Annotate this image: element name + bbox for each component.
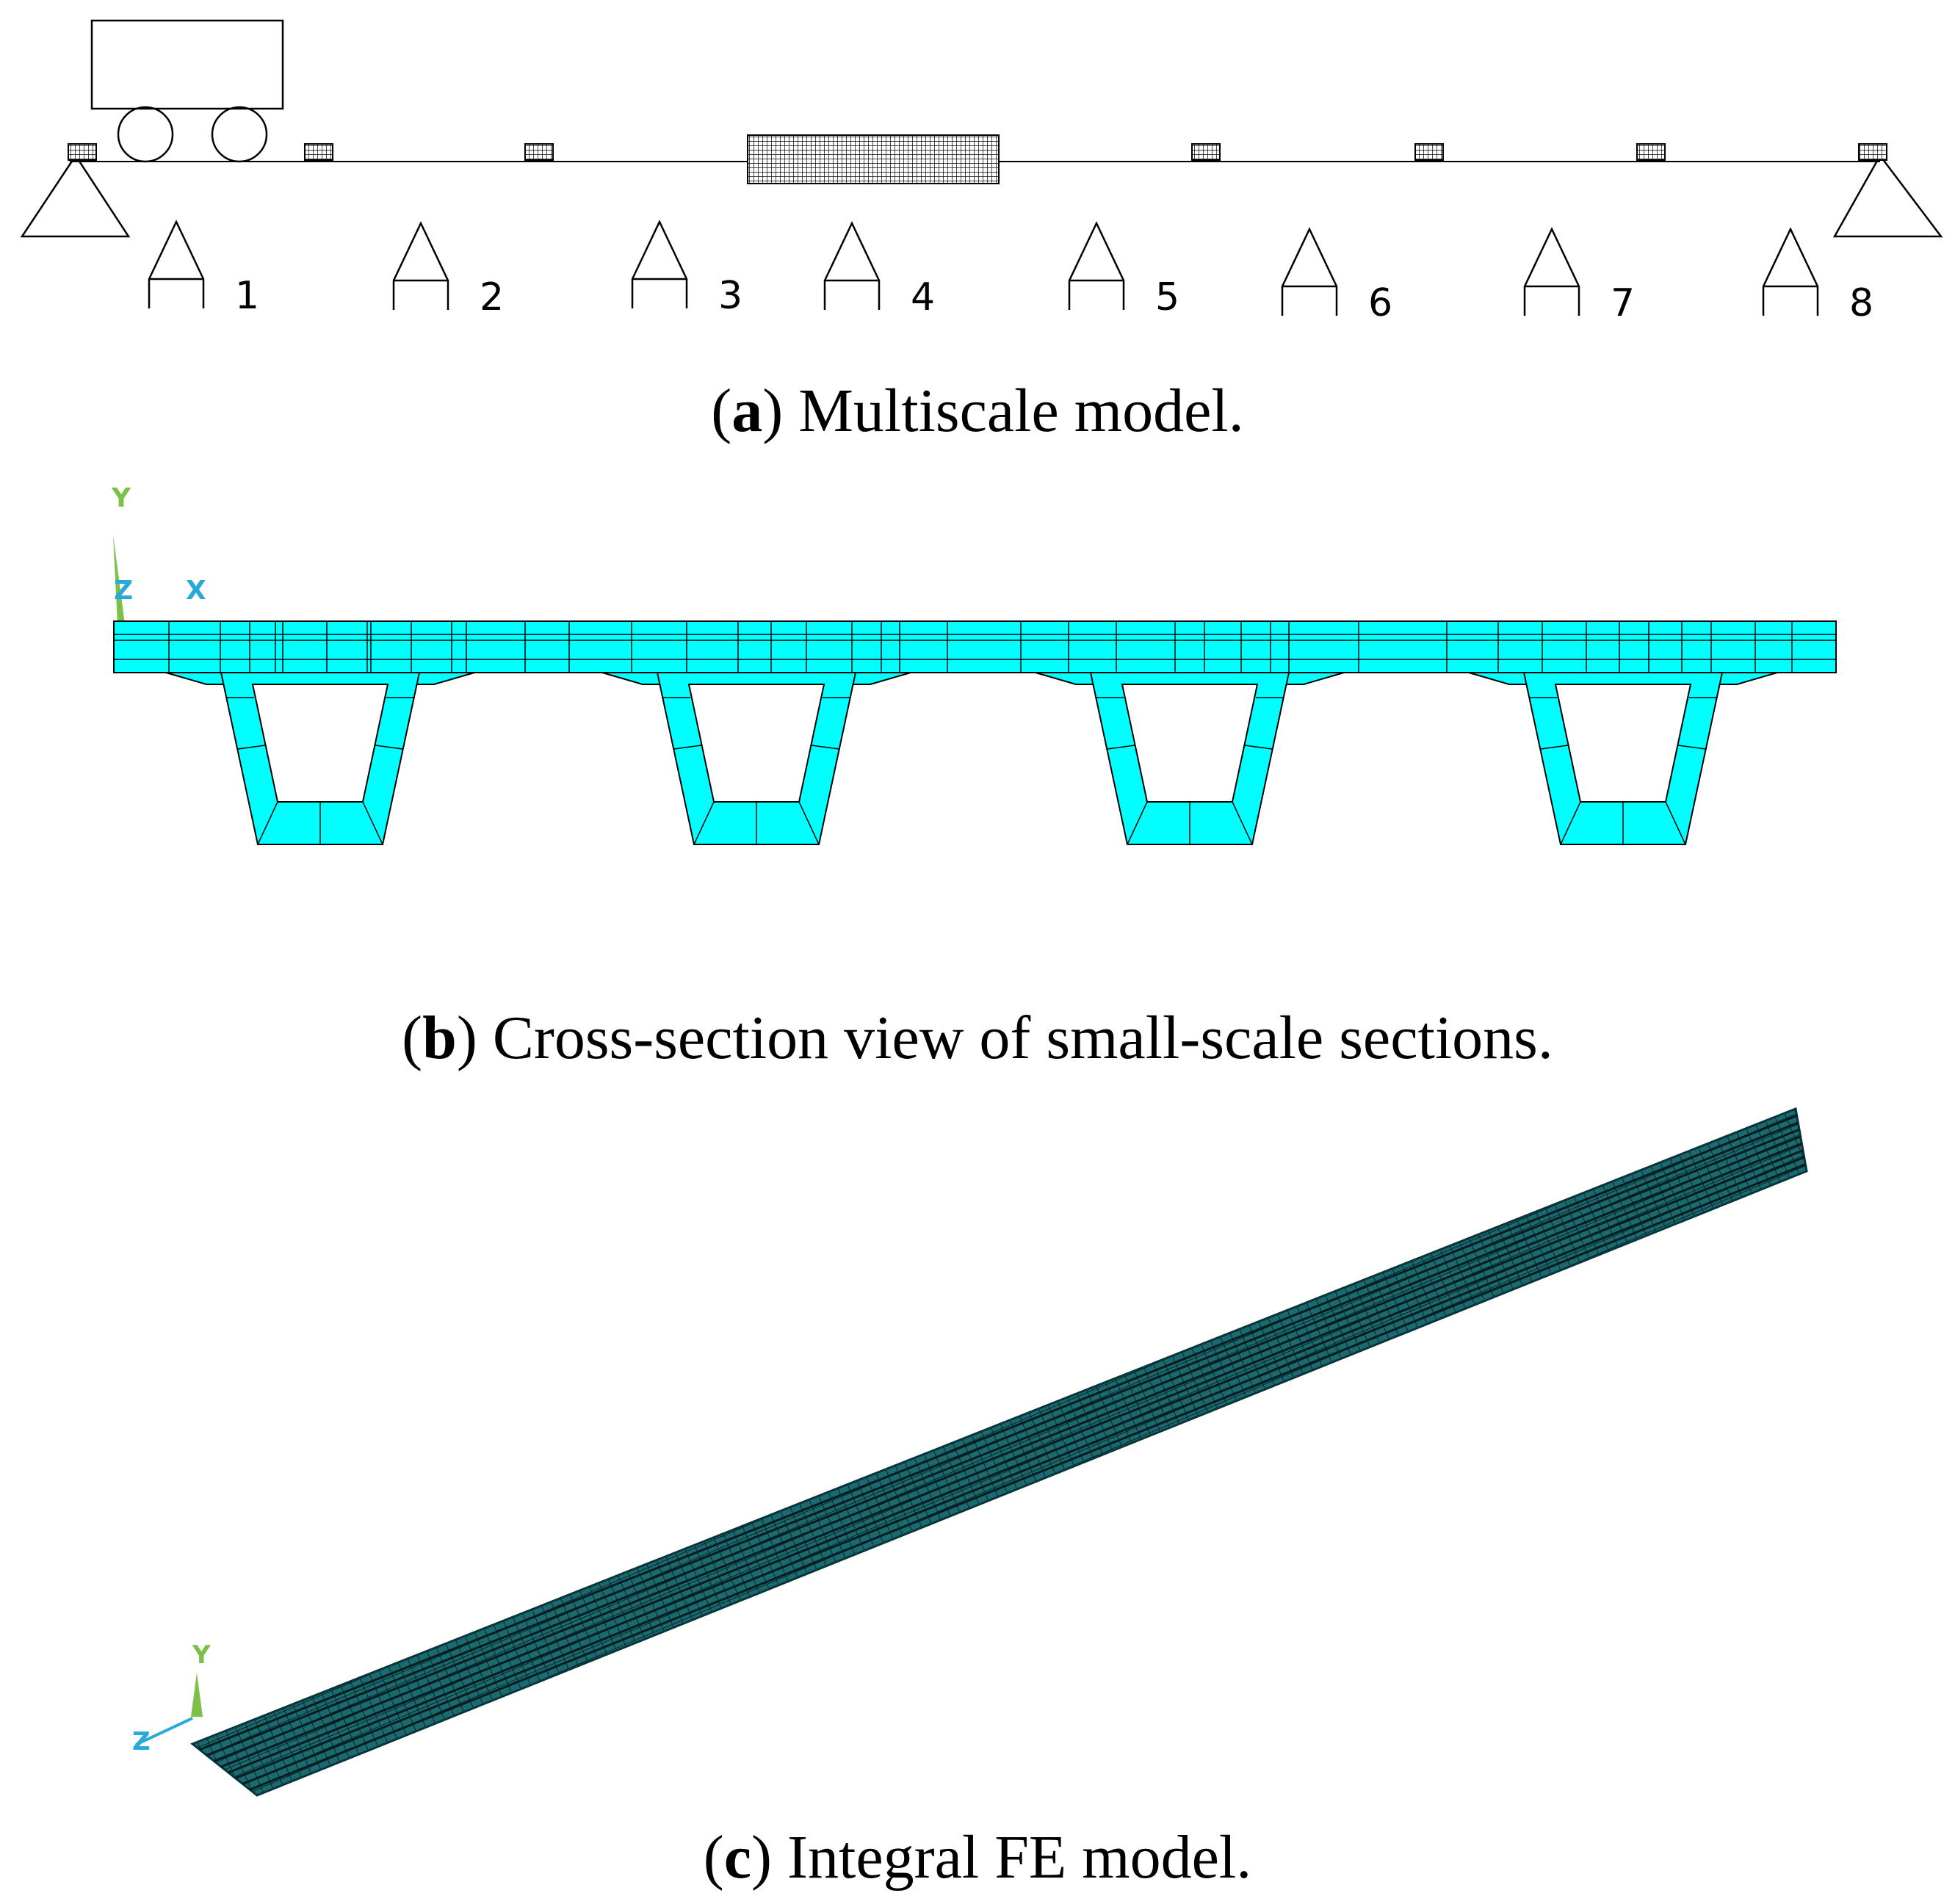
deck-slab: [113, 620, 1837, 673]
fe-longitudinal-line: [235, 1149, 1804, 1780]
box-girder: [601, 672, 911, 845]
caption-a: (a) Multiscale model.: [711, 377, 1244, 445]
sensor-label: 5: [1155, 275, 1179, 319]
y-axis-arrow: [191, 1673, 203, 1717]
panel-multiscale-model: 1 2 3 4 5 6 7 8 (a) Multiscale model.: [0, 0, 1955, 442]
sensor-shape: [1523, 227, 1580, 316]
deck-element-lines: [168, 621, 1793, 673]
x-axis-label: X: [186, 576, 206, 606]
girder-element-line: [1540, 745, 1569, 750]
sensor-shape: [392, 221, 449, 310]
caption-c: (c) Integral FE model.: [703, 1823, 1252, 1892]
caption-b: (b) Cross-section view of small-scale se…: [402, 1004, 1553, 1072]
sensor: 5: [1068, 221, 1179, 319]
y-axis-label: Y: [111, 483, 131, 513]
sensor-shape: [1068, 221, 1125, 310]
box-girder: [165, 672, 475, 845]
y-axis-label: Y: [192, 1640, 211, 1670]
caption-text: Integral FE model.: [772, 1823, 1252, 1892]
fe-longitudinal-line: [206, 1121, 1799, 1756]
sensor-label: 6: [1368, 281, 1392, 325]
mesh-block-large: [747, 134, 1000, 184]
caption-letter: c: [723, 1823, 752, 1892]
vehicle-body: [90, 19, 284, 110]
girder-element-line: [1665, 801, 1686, 845]
girder-element-line: [811, 745, 839, 750]
sensors: 1 2 3 4 5 6 7 8: [148, 220, 1873, 325]
axis-triad-c: Y Z: [132, 1640, 211, 1756]
girder-element-line: [693, 801, 715, 845]
z-axis-label: Z: [132, 1727, 151, 1756]
girder-element-line: [1107, 745, 1135, 750]
box-girder: [1468, 672, 1778, 845]
z-axis-label: Z: [114, 576, 133, 606]
girder-element-line: [798, 801, 820, 845]
cross-section-diagram: Y Z X: [111, 483, 1837, 845]
fe-model-deck: [190, 1107, 1808, 1797]
caption-text: Cross-section view of small-scale sectio…: [477, 1004, 1553, 1072]
mesh-block: [1636, 143, 1666, 161]
sensor-shape: [823, 221, 881, 310]
fe-longitudinal-line: [228, 1142, 1802, 1774]
sensor: 4: [823, 221, 935, 319]
sensor-shape: [148, 220, 205, 308]
sensor-label: 1: [235, 274, 259, 318]
mesh-block: [68, 143, 97, 161]
axis-triad: Y Z X: [111, 483, 206, 624]
caption-letter: a: [731, 377, 763, 445]
deck-slab-outline: [113, 620, 1837, 673]
fe-longitudinal-line: [213, 1128, 1800, 1762]
mesh-block: [304, 143, 333, 161]
sensor-shape: [1281, 227, 1338, 316]
vehicle-wheel-front: [117, 106, 174, 163]
mesh-block: [1414, 143, 1444, 161]
y-axis-arrow: [113, 535, 125, 624]
sensor: 8: [1762, 227, 1873, 325]
sensor: 6: [1281, 227, 1392, 325]
girder-element-line: [673, 745, 702, 750]
sensor: 3: [631, 220, 742, 318]
girder-element-line: [1244, 745, 1273, 750]
panel-integral-fe-model: Y Z (c) Integral FE model.: [0, 1094, 1955, 1889]
fe-model-longitudinal-lines: [199, 1115, 1806, 1791]
sensor-label: 2: [480, 275, 504, 319]
multiscale-model-diagram: 1 2 3 4 5 6 7 8: [20, 19, 1943, 325]
box-girder: [1035, 672, 1345, 845]
mesh-block: [1191, 143, 1221, 161]
sensor-label: 3: [718, 274, 742, 318]
girder-element-line: [375, 745, 403, 750]
girder-element-line: [1127, 801, 1148, 845]
sensor-label: 8: [1849, 281, 1873, 325]
sensor: 7: [1523, 227, 1635, 325]
sensor: 1: [148, 220, 259, 318]
girder-element-line: [1232, 801, 1253, 845]
left-support: [20, 153, 131, 238]
girder-element-line: [362, 801, 383, 845]
girder-element-line: [1560, 801, 1581, 845]
fe-longitudinal-line: [199, 1115, 1798, 1751]
mesh-block: [524, 143, 554, 161]
sensor: 2: [392, 221, 504, 319]
girder-element-line: [237, 745, 266, 750]
vehicle: [90, 19, 284, 163]
z-axis-arrow: [135, 1717, 193, 1746]
girder-element-line: [1677, 745, 1706, 750]
caption-text: Multiscale model.: [783, 377, 1244, 445]
right-support: [1832, 153, 1943, 238]
sensor-label: 4: [911, 275, 935, 319]
sensor-shape: [631, 220, 688, 308]
vehicle-wheel-rear: [211, 106, 268, 163]
panel-cross-section: Y Z X (b) Cross-section view of small-sc…: [0, 477, 1955, 1069]
fe-longitudinal-line: [220, 1135, 1802, 1768]
box-girders: [165, 672, 1778, 845]
integral-fe-model-diagram: Y Z: [132, 1107, 1808, 1797]
fe-longitudinal-line: [242, 1156, 1805, 1785]
sensor-shape: [1762, 227, 1819, 316]
caption-letter: b: [422, 1004, 457, 1072]
girder-element-line: [257, 801, 278, 845]
sensor-label: 7: [1611, 281, 1635, 325]
fe-longitudinal-line: [249, 1163, 1806, 1791]
small-scale-sections: [68, 134, 1887, 184]
mesh-block: [1858, 143, 1887, 161]
